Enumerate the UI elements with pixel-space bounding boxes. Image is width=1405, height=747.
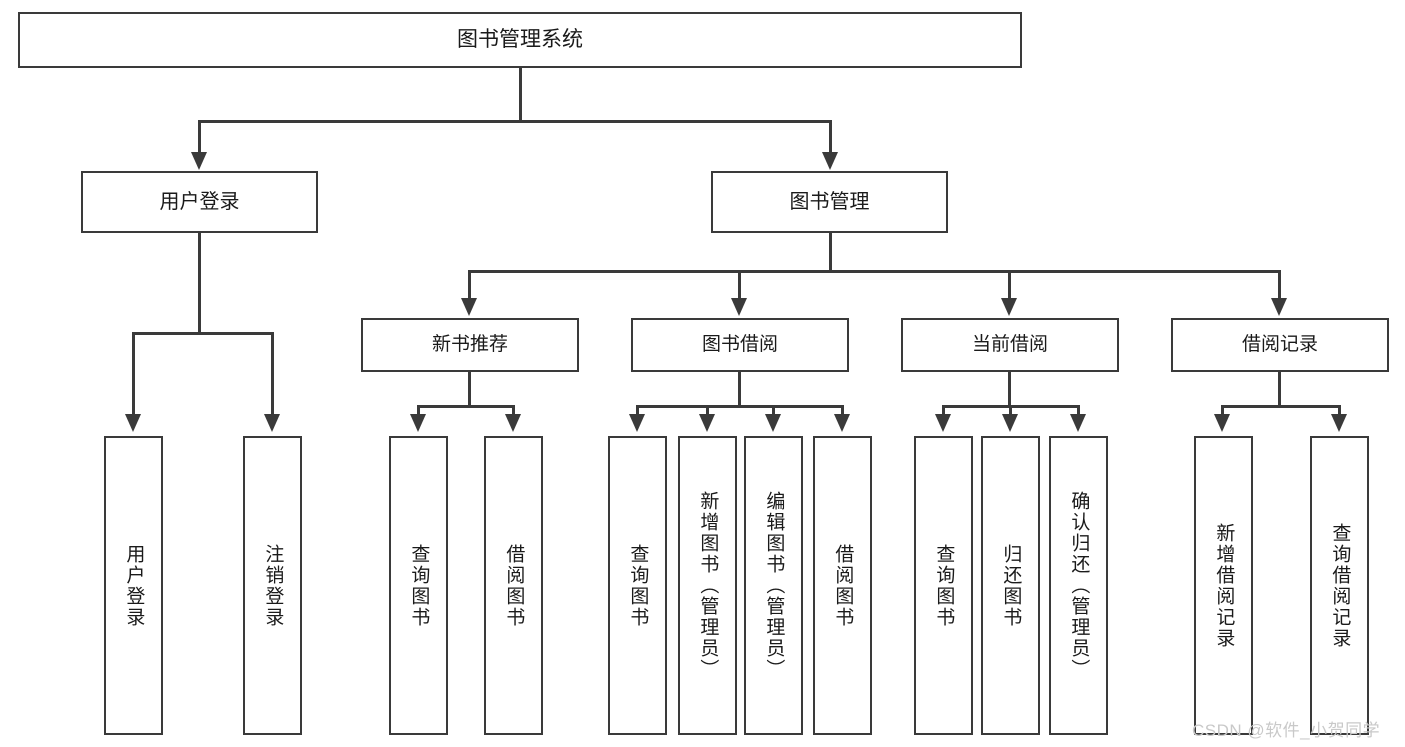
- arrow-to-new-book: [461, 298, 477, 316]
- edge-to-borrow-record: [1278, 270, 1281, 300]
- edge-to-book-manage: [829, 120, 832, 155]
- edge-borrow-record-bar: [1221, 405, 1341, 408]
- node-label: 新增借阅记录: [1213, 522, 1235, 649]
- arrow-new-book-c1: [410, 414, 426, 432]
- edge-current-borrow-c1: [942, 405, 945, 417]
- node-label: 归还图书: [1000, 543, 1022, 628]
- edge-book-borrow-c4: [841, 405, 844, 417]
- arrow-to-user-login: [191, 152, 207, 170]
- edge-new-book-trunk: [468, 372, 471, 408]
- edge-user-login-child2: [271, 332, 274, 416]
- edge-borrow-record-c1: [1221, 405, 1224, 417]
- node-label: 借阅图书: [503, 543, 525, 628]
- node-label: 当前借阅: [971, 334, 1048, 356]
- node-label: 查询图书: [627, 543, 649, 628]
- edge-user-login-bar: [132, 332, 274, 335]
- node-label: 查询图书: [933, 543, 955, 628]
- edge-current-borrow-c3: [1077, 405, 1080, 417]
- leaf-current-borrow-return[interactable]: 归还图书: [981, 436, 1040, 735]
- node-label: 确认归还（管理员）: [1068, 491, 1090, 680]
- edge-to-new-book: [468, 270, 471, 300]
- arrow-user-login-child2: [264, 414, 280, 432]
- node-label: 图书管理系统: [457, 27, 583, 51]
- node-label: 编辑图书（管理员）: [763, 491, 785, 680]
- arrow-new-book-c2: [505, 414, 521, 432]
- leaf-book-borrow-add[interactable]: 新增图书（管理员）: [678, 436, 737, 735]
- node-new-book-recommend[interactable]: 新书推荐: [361, 318, 579, 372]
- node-book-borrow[interactable]: 图书借阅: [631, 318, 849, 372]
- edge-user-login-trunk: [198, 233, 201, 335]
- arrow-book-borrow-c1: [629, 414, 645, 432]
- edge-new-book-c2: [512, 405, 515, 417]
- csdn-watermark: CSDN @软件_小贺同学: [1192, 716, 1380, 741]
- edge-to-book-borrow: [738, 270, 741, 300]
- node-label: 用户登录: [123, 543, 145, 628]
- node-label: 注销登录: [262, 543, 284, 628]
- leaf-book-borrow-borrow[interactable]: 借阅图书: [813, 436, 872, 735]
- leaf-user-login-login[interactable]: 用户登录: [104, 436, 163, 735]
- edge-user-login-child1: [132, 332, 135, 416]
- arrow-to-borrow-record: [1271, 298, 1287, 316]
- edge-new-book-bar: [417, 405, 515, 408]
- edge-borrow-record-trunk: [1278, 372, 1281, 408]
- arrow-to-book-borrow: [731, 298, 747, 316]
- node-root-system[interactable]: 图书管理系统: [18, 12, 1022, 68]
- node-label: 新书推荐: [431, 334, 508, 356]
- arrow-current-borrow-c1: [935, 414, 951, 432]
- node-label: 查询图书: [408, 543, 430, 628]
- edge-to-current-borrow: [1008, 270, 1011, 300]
- edge-to-user-login: [198, 120, 201, 155]
- node-label: 新增图书（管理员）: [697, 491, 719, 680]
- leaf-new-book-query[interactable]: 查询图书: [389, 436, 448, 735]
- leaf-borrow-record-add[interactable]: 新增借阅记录: [1194, 436, 1253, 735]
- edge-book-borrow-c3: [772, 405, 775, 417]
- node-label: 借阅记录: [1241, 334, 1318, 356]
- arrow-user-login-child1: [125, 414, 141, 432]
- node-label: 图书管理: [789, 190, 870, 213]
- arrow-current-borrow-c3: [1070, 414, 1086, 432]
- arrow-to-book-manage: [822, 152, 838, 170]
- node-label: 用户登录: [159, 190, 240, 213]
- arrow-borrow-record-c1: [1214, 414, 1230, 432]
- leaf-user-login-logout[interactable]: 注销登录: [243, 436, 302, 735]
- arrow-book-borrow-c3: [765, 414, 781, 432]
- arrow-borrow-record-c2: [1331, 414, 1347, 432]
- edge-current-borrow-trunk: [1008, 372, 1011, 408]
- leaf-current-borrow-query[interactable]: 查询图书: [914, 436, 973, 735]
- watermark-text: CSDN @软件_小贺同学: [1192, 721, 1381, 740]
- edge-borrow-record-c2: [1338, 405, 1341, 417]
- leaf-borrow-record-query[interactable]: 查询借阅记录: [1310, 436, 1369, 735]
- edge-book-borrow-c1: [636, 405, 639, 417]
- leaf-new-book-borrow[interactable]: 借阅图书: [484, 436, 543, 735]
- edge-book-borrow-c2: [706, 405, 709, 417]
- edge-new-book-c1: [417, 405, 420, 417]
- edge-root-trunk: [519, 68, 522, 122]
- arrow-book-borrow-c4: [834, 414, 850, 432]
- node-label: 查询借阅记录: [1329, 522, 1351, 649]
- arrow-to-current-borrow: [1001, 298, 1017, 316]
- arrow-current-borrow-c2: [1002, 414, 1018, 432]
- leaf-current-borrow-confirm[interactable]: 确认归还（管理员）: [1049, 436, 1108, 735]
- arrow-book-borrow-c2: [699, 414, 715, 432]
- node-borrow-record[interactable]: 借阅记录: [1171, 318, 1389, 372]
- edge-root-bar: [198, 120, 832, 123]
- edge-book-manage-bar: [468, 270, 1280, 273]
- node-book-manage[interactable]: 图书管理: [711, 171, 948, 233]
- leaf-book-borrow-query[interactable]: 查询图书: [608, 436, 667, 735]
- node-label: 借阅图书: [832, 543, 854, 628]
- node-current-borrow[interactable]: 当前借阅: [901, 318, 1119, 372]
- leaf-book-borrow-edit[interactable]: 编辑图书（管理员）: [744, 436, 803, 735]
- node-label: 图书借阅: [701, 334, 778, 356]
- edge-book-borrow-bar: [636, 405, 842, 408]
- node-user-login[interactable]: 用户登录: [81, 171, 318, 233]
- edge-current-borrow-c2: [1009, 405, 1012, 417]
- edge-book-manage-trunk: [829, 233, 832, 273]
- edge-book-borrow-trunk: [738, 372, 741, 408]
